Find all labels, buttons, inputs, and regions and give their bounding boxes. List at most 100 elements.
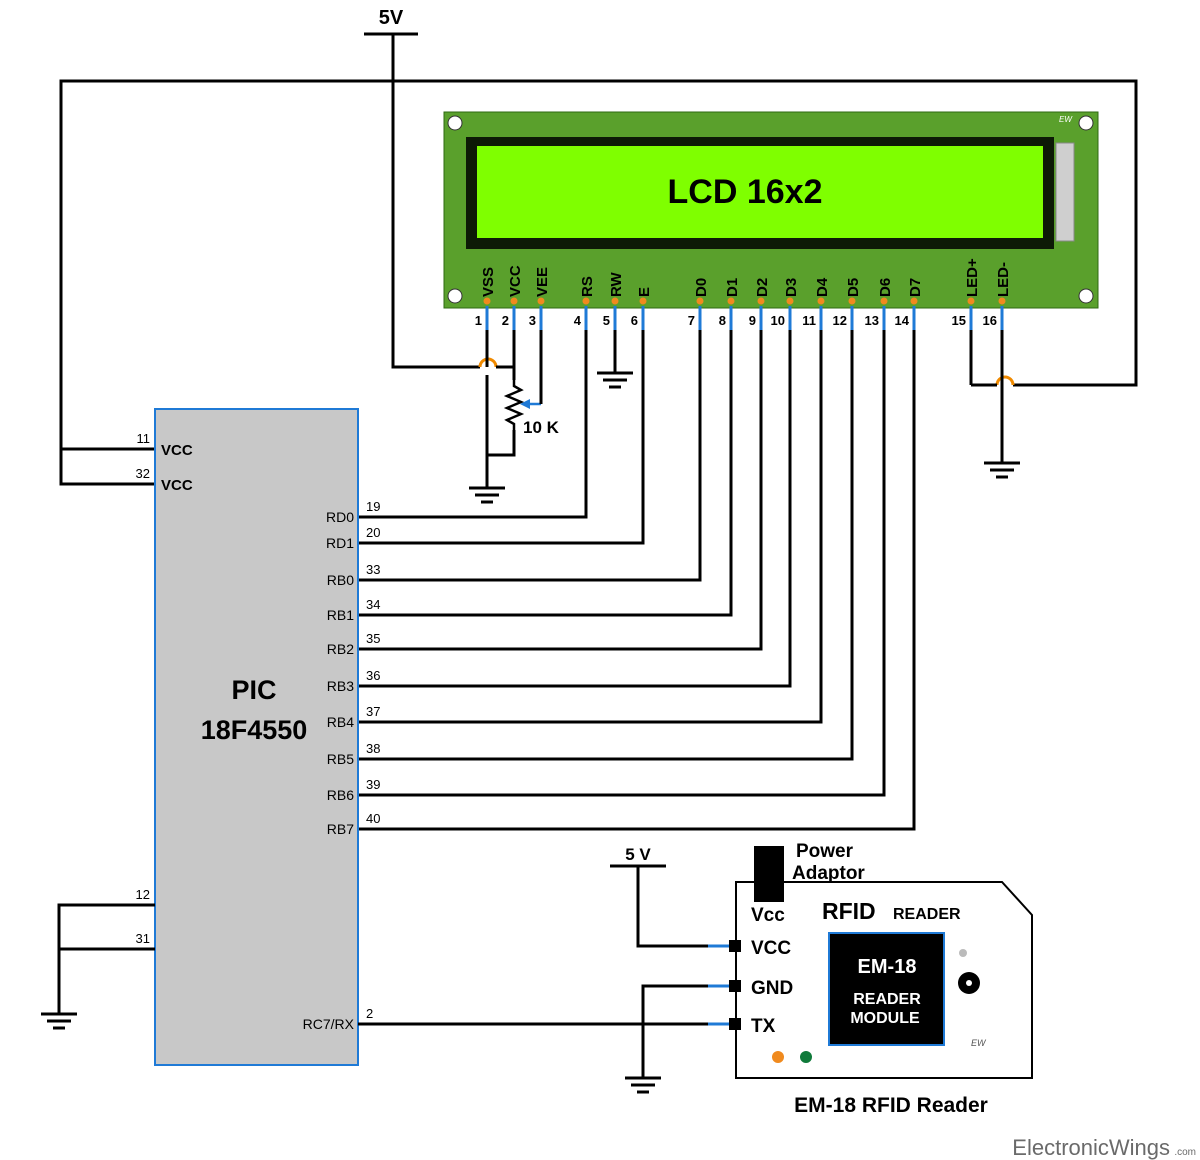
pic-pin-label: RB6 [327,787,354,803]
top-5v-supply: 5V [364,7,514,369]
rfid-title-big: RFID [822,898,876,924]
lcd-pin-number: 16 [983,313,997,328]
signal-wire [358,330,763,651]
potentiometer [503,380,541,430]
lcd-pin-number: 5 [603,313,610,328]
lcd-pin-number: 4 [574,313,582,328]
pic-pin-number: 31 [136,931,150,946]
lcd-backlight-strip [1055,142,1075,242]
power-adaptor-jack [754,846,784,902]
lcd-pin-e: E6 [631,287,653,332]
lcd-pin-label: D3 [783,278,800,297]
pot-label: 10 K [523,418,560,437]
pic-body [154,408,359,1066]
signal-wire [358,330,792,688]
lcd-pin-led-minusplus: LED+ 15 [952,258,981,332]
rfid-pin-label: GND [751,978,793,999]
lcd-pin-d1: D18 [719,278,741,332]
lcd-logo: EW [1059,115,1073,124]
pic-name-line2: 18F4550 [201,715,308,745]
rfid-caption: EM-18 RFID Reader [794,1094,988,1117]
vcc-jack-label: Vcc [751,905,785,926]
pic-name-line1: PIC [231,675,276,705]
rfid-5v-supply: 5 V [610,845,708,948]
lcd-pin-rs: RS4 [574,276,596,332]
pic-pin-number: 11 [137,431,151,446]
lcd-pin-number: 7 [688,313,695,328]
ground-symbol [41,1012,77,1030]
lcd-mount-hole [447,115,463,131]
pic-pin-number: 12 [136,887,150,902]
lcd-pin-label: LED+ [964,258,981,297]
signal-wire [358,330,702,582]
rfid-reader-board: Power Adaptor Vcc RFID READER EM-18 READ… [708,841,1033,1079]
rfid-logo: EW [971,1038,987,1048]
wire-crossover [995,375,1015,386]
pic-pin-label: VCC [161,442,193,459]
data-bus-wires [358,330,916,831]
pic-pin-label: RD0 [326,509,354,525]
rfid-pin-tx: TX [708,1016,776,1037]
pic-pin-number: 34 [366,597,380,612]
supply-5v-label: 5V [379,7,404,29]
lcd-mount-hole [1078,288,1094,304]
pic-pin-rb3: RB3 36 [327,668,381,694]
rfid-pin-gnd: GND [708,978,793,999]
lcd-pin-label: RW [608,271,625,297]
lcd-pin-number: 15 [952,313,966,328]
pic-pin-label: RB3 [327,678,354,694]
signal-wire [358,330,916,831]
pic-pin-12: 12 [136,887,150,902]
pic-microcontroller: PIC 18F4550 11VCC32VCC1231RD019RD120RB03… [136,408,381,1066]
pic-pin-label: RB4 [327,714,354,730]
lcd-screen [477,146,1043,238]
signal-wire [358,330,886,797]
ground-symbol [469,486,505,504]
indicator-dot [959,949,967,957]
lcd-pin-number: 1 [475,313,482,328]
wire-rfid-gnd [641,984,708,1078]
wire-gnd-12 [57,903,155,1014]
rfid-pin-label: VCC [751,938,791,959]
lcd-pin-number: 6 [631,313,638,328]
rfid-pin-label: TX [751,1016,776,1037]
lcd-pin-label: D5 [845,278,862,297]
lcd-pin-number: 13 [865,313,879,328]
lcd-pin-label: VSS [480,267,497,297]
lcd-pin-label: D6 [877,278,894,297]
pic-pin-number: 38 [366,741,380,756]
lcd-pin-label: VEE [534,267,551,297]
wire-vcc-loop [59,79,1138,451]
pic-pin-label: RB0 [327,572,354,588]
ground-symbol [984,461,1020,479]
pic-pin-rb4: RB4 37 [327,704,381,730]
wire-pot-ground [487,430,516,457]
pic-pin-label: RB2 [327,641,354,657]
pic-pin-label: RD1 [326,535,354,551]
lcd-pin-label: D0 [693,278,710,297]
module-line1: EM-18 [858,956,917,978]
lcd-pin-label: D4 [814,277,831,297]
pic-pin-31: 31 [136,931,150,946]
lcd-pin-d0: D0 7 [688,278,710,332]
pic-pin-number: 37 [366,704,380,719]
lcd-pin-label: D2 [754,278,771,297]
pic-pin-number: 36 [366,668,380,683]
lcd-pin-header: VSS1VCC2VEE3RS4RW5E6D07D18D29D310D411D51… [475,258,1012,332]
pic-pin-number: 2 [366,1006,373,1021]
lcd-pin-number: 14 [895,313,910,328]
led-orange-icon [772,1051,784,1063]
